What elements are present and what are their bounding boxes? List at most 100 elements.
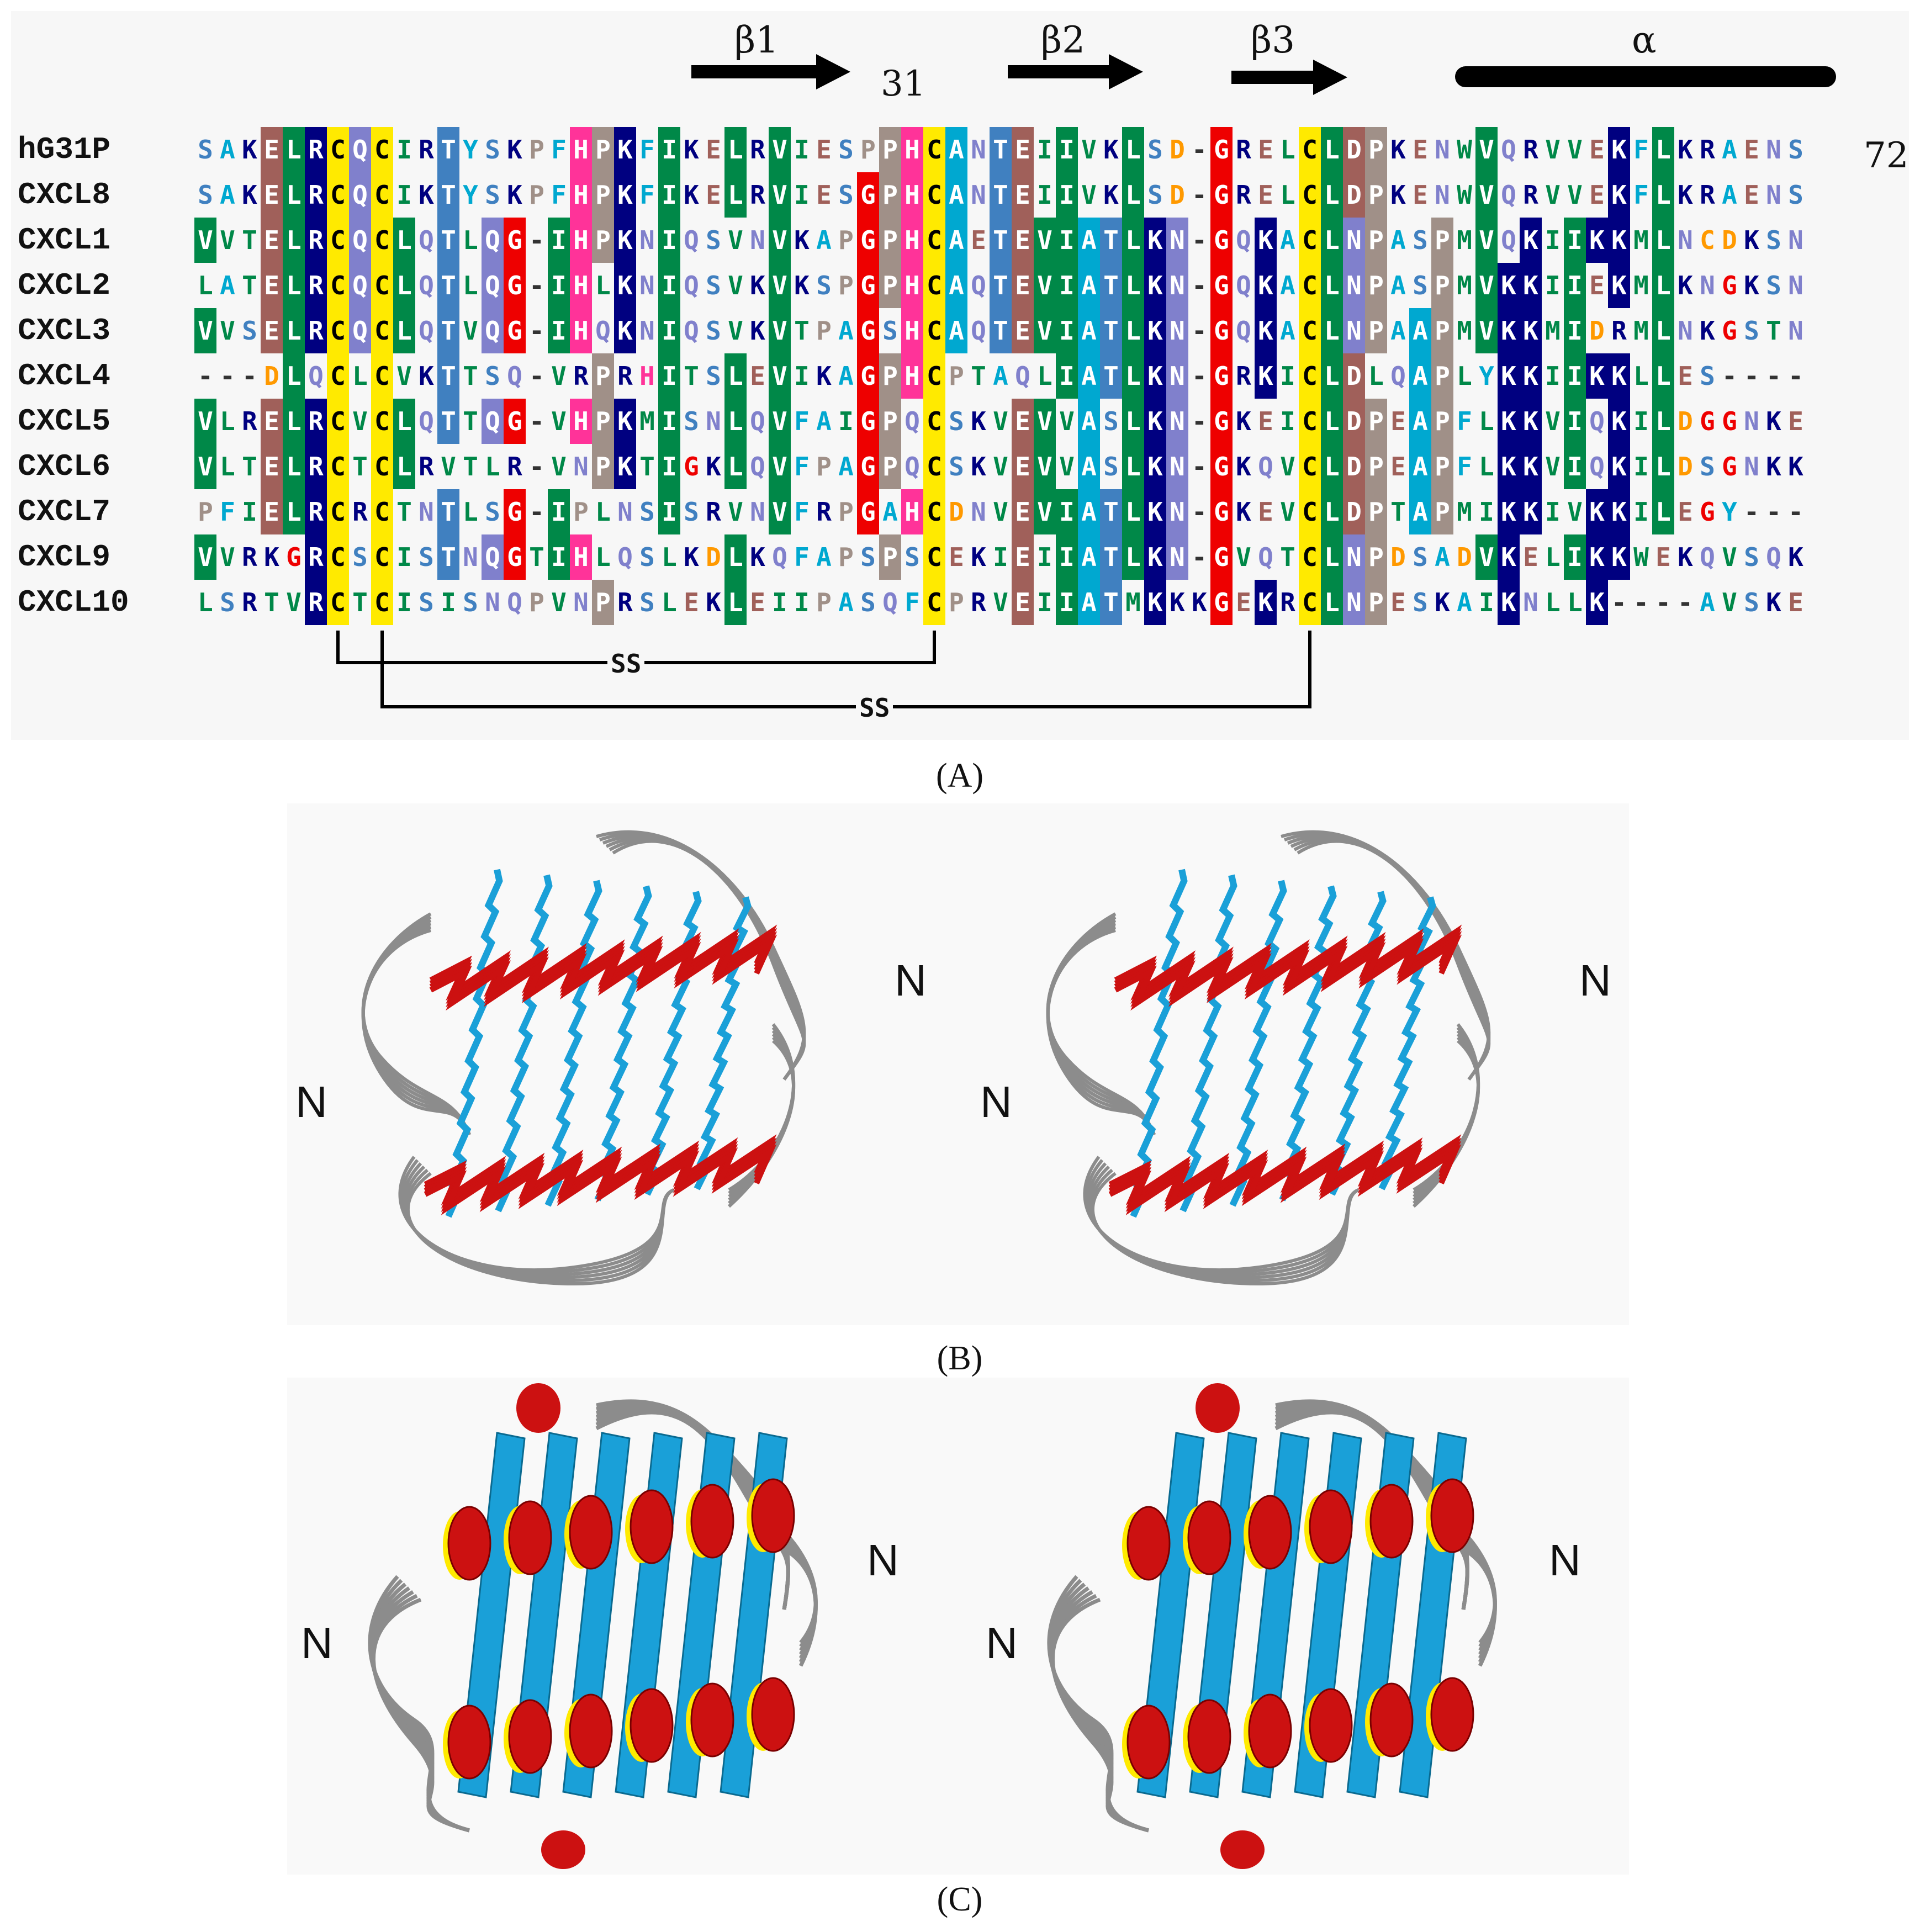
residue: S [905, 542, 920, 572]
residue: L [1652, 218, 1674, 263]
residue: K [1520, 353, 1542, 399]
panel-b-caption: (B) [937, 1340, 983, 1377]
residue: - [1192, 497, 1207, 527]
residue: T [437, 308, 459, 353]
residue: T [1100, 580, 1122, 625]
residue: E [1012, 580, 1034, 625]
residue: N [1435, 135, 1450, 165]
residue: E [750, 361, 765, 391]
n-terminus-label: N [895, 956, 927, 1005]
residue: T [1280, 542, 1295, 572]
residue: Q [1258, 452, 1273, 481]
residue: P [879, 172, 901, 218]
residue: R [971, 587, 986, 617]
residue: - [1611, 587, 1627, 617]
residue: I [1633, 406, 1649, 436]
residue: P [1431, 218, 1453, 263]
residue: I [1056, 308, 1078, 353]
residue: E [1678, 497, 1693, 527]
residue: G [857, 353, 879, 399]
residue: K [750, 271, 765, 300]
sequence-name: CXCL7 [18, 494, 111, 530]
residue: Q [482, 308, 504, 353]
residue: T [1390, 497, 1406, 527]
residue: I [1056, 172, 1078, 218]
residue: R [750, 180, 765, 210]
residue: N [1166, 218, 1188, 263]
residue: T [437, 127, 459, 172]
residue: K [614, 399, 636, 444]
residue: Q [1501, 225, 1516, 255]
residue: A [1078, 399, 1100, 444]
residue: H [570, 263, 592, 308]
residue: R [1523, 180, 1538, 210]
stereo-ribbon-image [368, 1383, 1497, 1869]
residue: A [1078, 263, 1100, 308]
residue: - [1788, 497, 1803, 527]
residue: L [1652, 308, 1674, 353]
residue: L [724, 353, 747, 399]
residue: R [305, 308, 327, 353]
residue: L [220, 406, 235, 436]
residue: S [242, 316, 257, 346]
residue: H [639, 361, 655, 391]
residue: I [396, 587, 412, 617]
residue: K [419, 361, 434, 391]
residue: C [923, 580, 945, 625]
residue: P [838, 497, 854, 527]
sequence-name: CXCL5 [18, 404, 111, 439]
residue: P [1365, 580, 1387, 625]
residue: L [1321, 263, 1343, 308]
residue: R [1236, 135, 1251, 165]
residue: D [1343, 489, 1365, 534]
residue: I [1037, 542, 1052, 572]
residue: E [261, 308, 283, 353]
residue: R [1280, 587, 1295, 617]
residue: N [1343, 308, 1365, 353]
residue: P [879, 399, 901, 444]
residue: K [794, 225, 810, 255]
residue: T [990, 218, 1012, 263]
residue: - [1678, 587, 1693, 617]
beta2-label: β2 [1041, 19, 1086, 61]
residue: S [706, 225, 721, 255]
sequence-name: CXCL1 [18, 223, 111, 258]
residue: C [923, 534, 945, 580]
residue: L [1652, 263, 1674, 308]
residue: H [901, 218, 923, 263]
residue: P [879, 353, 901, 399]
residue: C [923, 353, 945, 399]
residue: F [1457, 452, 1472, 481]
residue: S [1744, 542, 1759, 572]
residue: N [1788, 316, 1803, 346]
residue: N [1343, 534, 1365, 580]
residue: L [220, 452, 235, 481]
residue: E [1788, 587, 1803, 617]
residue: E [261, 218, 283, 263]
residue: - [529, 316, 544, 346]
residue: K [684, 542, 699, 572]
residue: L [463, 225, 478, 255]
residue: C [1700, 225, 1715, 255]
residue: F [639, 135, 655, 165]
residue: I [1564, 534, 1586, 580]
residue: - [220, 361, 235, 391]
residue: V [769, 308, 791, 353]
residue: R [1236, 361, 1251, 391]
residue: L [1122, 399, 1144, 444]
residue: N [1166, 489, 1188, 534]
residue: S [1147, 135, 1163, 165]
residue: R [305, 172, 327, 218]
residue: K [816, 361, 832, 391]
residue: V [1475, 308, 1498, 353]
residue: V [194, 308, 216, 353]
residue: E [1744, 180, 1759, 210]
residue: T [990, 308, 1012, 353]
residue: L [1545, 542, 1561, 572]
residue: N [1166, 444, 1188, 489]
residue: I [658, 399, 680, 444]
residue: Q [617, 542, 633, 572]
residue: C [923, 489, 945, 534]
residue: K [1236, 452, 1251, 481]
residue: A [1700, 587, 1715, 617]
